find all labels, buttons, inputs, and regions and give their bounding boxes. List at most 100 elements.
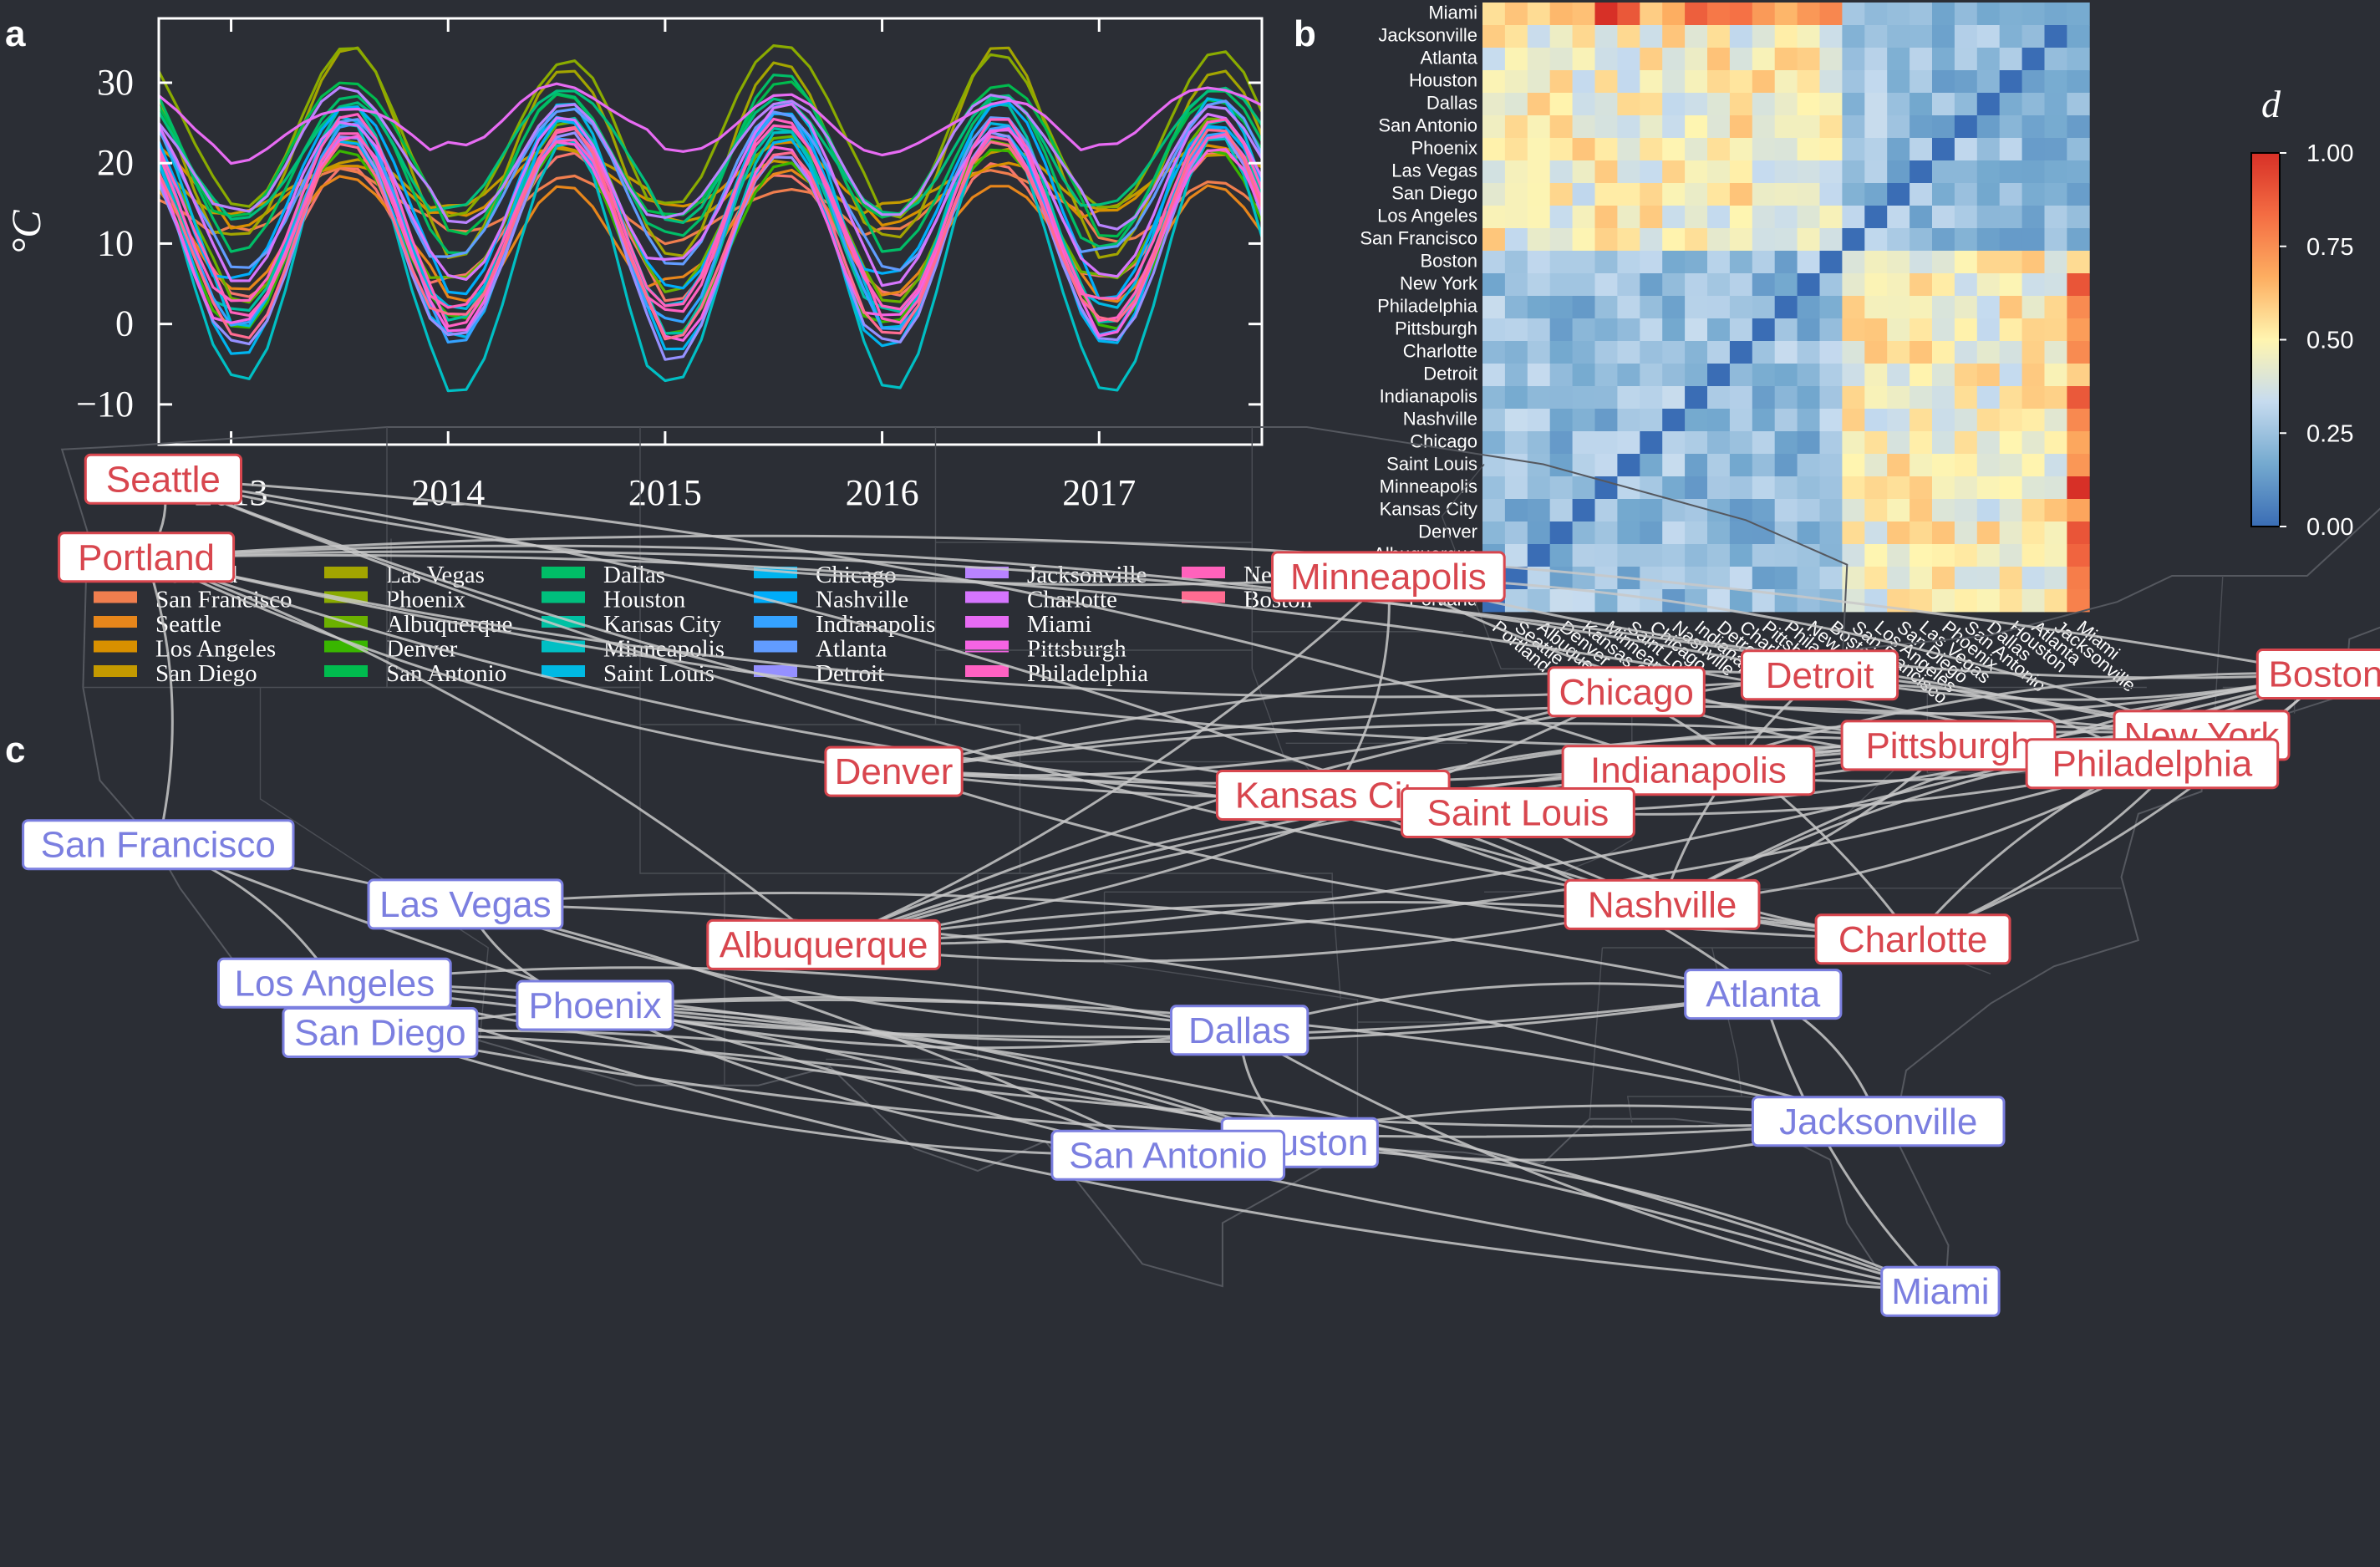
heatmap-cell [1954, 431, 1978, 455]
heatmap-cell [1685, 589, 1708, 613]
heatmap-cell [1549, 454, 1573, 477]
heatmap-cell [1685, 409, 1708, 432]
heatmap-cell [1932, 296, 1955, 319]
heatmap-cell [1819, 70, 1843, 94]
row-label-pittsburgh: Pittsburgh [1395, 318, 1477, 338]
heatmap-cell [1842, 341, 1865, 364]
heatmap-cell [1864, 93, 1888, 116]
heatmap-cell [1482, 409, 1506, 432]
heatmap-cell [1910, 544, 1933, 567]
heatmap-cell [1954, 341, 1978, 364]
heatmap-cell [1819, 183, 1843, 206]
heatmap-cell [1887, 409, 1910, 432]
heatmap-cell [1707, 48, 1731, 71]
edge-portland-chicago [145, 556, 1627, 699]
state-border [1251, 427, 1287, 762]
heatmap-cell [1572, 273, 1595, 297]
heatmap-cell [2067, 341, 2090, 364]
legend-label-dallas: Dallas [603, 562, 665, 588]
heatmap-cell [1976, 499, 2001, 522]
heatmap-cell [1729, 25, 1753, 48]
heatmap-cell [1752, 183, 1776, 206]
heatmap-cell [1572, 251, 1595, 274]
edge-houston-miami [1299, 1141, 1941, 1293]
row-label-san-diego: San Diego [1391, 182, 1477, 203]
edge-portland-detroit [146, 544, 1820, 677]
series-line-denver [157, 142, 1264, 335]
heatmap-cell [1774, 70, 1798, 94]
heatmap-cell [1797, 115, 1820, 139]
heatmap-cell [1887, 251, 1910, 274]
heatmap-cell [1910, 183, 1933, 206]
heatmap-cell [1887, 386, 1910, 410]
heatmap-cell [2067, 48, 2090, 71]
heatmap-cell [1640, 25, 1663, 48]
heatmap-cell [1910, 476, 1933, 500]
heatmap-cell [1887, 160, 1910, 184]
city-label-box [2255, 649, 2380, 700]
city-label-text: Denver [835, 751, 954, 792]
heatmap-cell [1482, 115, 1506, 139]
heatmap-cell [1662, 364, 1686, 387]
heatmap-cell [1617, 115, 1640, 139]
plot-frame [157, 17, 1264, 446]
heatmap-cell [1640, 48, 1663, 71]
heatmap-cell [1594, 25, 1618, 48]
heatmap-cell [2044, 93, 2067, 116]
heatmap-cell [1617, 318, 1640, 342]
heatmap-cell [1797, 93, 1820, 116]
heatmap-cell [1999, 273, 2022, 297]
heatmap-cell [1910, 206, 1933, 229]
edge-las-vegas-atlanta [465, 891, 1764, 996]
heatmap-cell [1504, 228, 1528, 252]
city-label-box [1547, 666, 1706, 718]
heatmap-cell [1617, 499, 1640, 522]
heatmap-cell [1819, 544, 1843, 567]
heatmap-cell [1910, 3, 1933, 26]
heatmap-cell [1594, 48, 1618, 71]
heatmap-cell [1774, 251, 1798, 274]
edge-portland-san-francisco [145, 557, 174, 846]
row-label-houston: Houston [1409, 69, 1477, 90]
heatmap-cell [1842, 544, 1865, 567]
heatmap-cell [1797, 476, 1820, 500]
heatmap-cell [1662, 70, 1686, 94]
heatmap-cell [1640, 499, 1663, 522]
legend-label-los-angeles: Los Angeles [155, 636, 276, 663]
legend-label-denver: Denver [386, 636, 458, 663]
heatmap-cell [1662, 25, 1686, 48]
row-label-philadelphia: Philadelphia [1377, 295, 1478, 316]
city-label-jacksonville: Jacksonville [1751, 1096, 2006, 1147]
legend-swatch-seattle [94, 616, 137, 628]
heatmap-cell [1504, 115, 1528, 139]
heatmap-cell [1594, 567, 1618, 590]
heatmap-cell [1482, 386, 1506, 410]
city-label-san-francisco: San Francisco [22, 819, 295, 871]
heatmap-cell [1774, 454, 1798, 477]
legend-swatch-las-vegas [324, 567, 368, 578]
heatmap-cell [1572, 296, 1595, 319]
heatmap-cell [1594, 93, 1618, 116]
heatmap-cell [1932, 589, 1955, 613]
heatmap-cell [1729, 206, 1753, 229]
heatmap-cell [1707, 341, 1731, 364]
heatmap-cell [1954, 409, 1978, 432]
legend-swatch-boston [1182, 591, 1225, 603]
heatmap-cell [1594, 386, 1618, 410]
heatmap-cell [2044, 499, 2067, 522]
heatmap-cell [2044, 3, 2067, 26]
heatmap-cell [1572, 70, 1595, 94]
heatmap-cell [1910, 364, 1933, 387]
heatmap-cell [1752, 228, 1776, 252]
heatmap-cell [2044, 160, 2067, 184]
heatmap-cell [1976, 454, 2001, 477]
heatmap-cell [1572, 567, 1595, 590]
edge-los-angeles-dallas [334, 966, 1240, 1032]
legend-label-san-antonio: San Antonio [386, 660, 506, 687]
city-label-text: Indianapolis [1590, 750, 1787, 791]
heatmap-cell [1932, 499, 1955, 522]
heatmap-cell [1549, 25, 1573, 48]
legend-swatch-new-york [1182, 567, 1225, 578]
